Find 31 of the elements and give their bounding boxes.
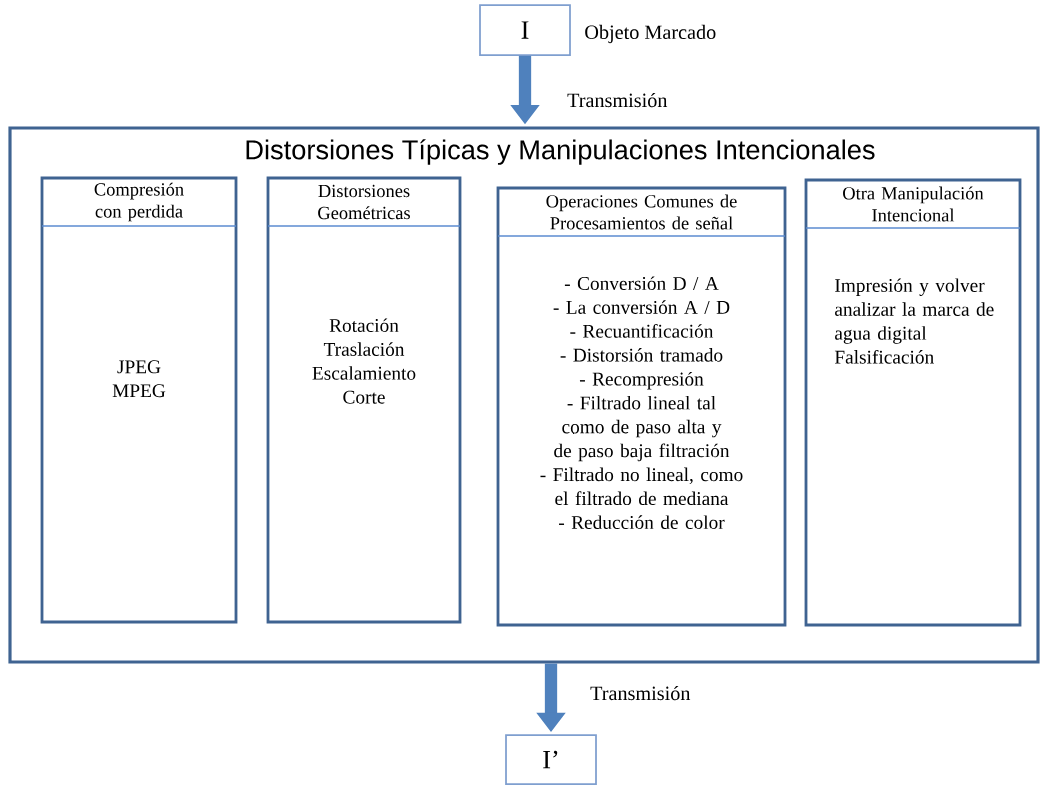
list-text: - Conversión D / A - La conversión A / D - Recuantificación - Distorsión tramado - Recompresión - Filtrado lineal tal como de paso alta y de paso baja filtración - Filtrado no lineal, como el filtrado de mediana - Reducción de color [540,276,743,529]
column-box [496,186,787,627]
node-label: - La conversión A / D [553,300,730,314]
node-label: - Reducción de color [559,515,725,529]
node-label: - Recuantificación [570,323,714,338]
column-box [266,176,462,624]
column-heading: Operaciones Comunes de Procesamientos de señal [546,194,737,230]
list-text: Rotación Traslación Escalamiento Corte [312,318,416,404]
column-heading: Otra Manipulación Intencional [843,186,984,222]
node-label: Rotación [329,318,399,332]
node-label: - Recompresión [579,371,704,390]
node-label: - Filtrado no lineal, como el filtrado de mediana [540,467,743,506]
group-box [8,126,1040,664]
column-heading: Distorsiones Geométricas [318,184,410,220]
object-box: I [479,4,571,56]
column-box [804,178,1022,627]
edge-label: Transmisión [567,92,668,108]
list-text: JPEG MPEG [112,360,166,398]
list-text: Impresión y volver analizar la marca de agua digital Falsificación [834,278,994,364]
column-heading: Compresión con perdida [94,182,184,222]
node-label: Escalamiento [312,366,416,380]
node-label: - Distorsión tramado [560,348,723,362]
column-box [40,176,238,624]
node-label: Traslación [323,342,405,356]
object-box: I’ [505,734,597,785]
node-label: - Conversión D / A [564,276,719,290]
edge-label: Transmisión [590,685,691,701]
node-label: Corte [343,390,385,404]
group-title: Distorsiones Típicas y Manipulaciones Intencionales [246,139,875,165]
object-caption: Objeto Marcado [585,24,716,44]
node-label: - Filtrado lineal tal como de paso alta y de paso baja filtración [554,395,730,462]
